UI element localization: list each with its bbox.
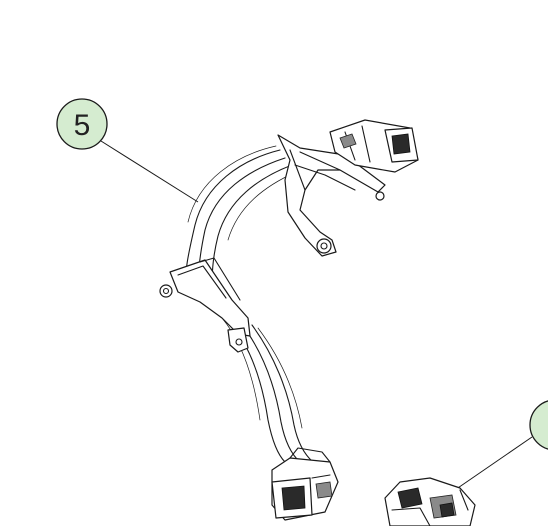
callout-5-label: 5: [74, 109, 91, 142]
callout-5-circle: [56, 98, 108, 150]
connector-part-6: [384, 477, 476, 526]
callout-6-circle: [529, 400, 548, 450]
leader-line-5: [100, 140, 199, 203]
callout-5[interactable]: 5: [56, 98, 108, 150]
wire-harness: [159, 119, 419, 521]
callout-6[interactable]: 6: [529, 400, 548, 450]
leader-line-6: [451, 436, 533, 493]
